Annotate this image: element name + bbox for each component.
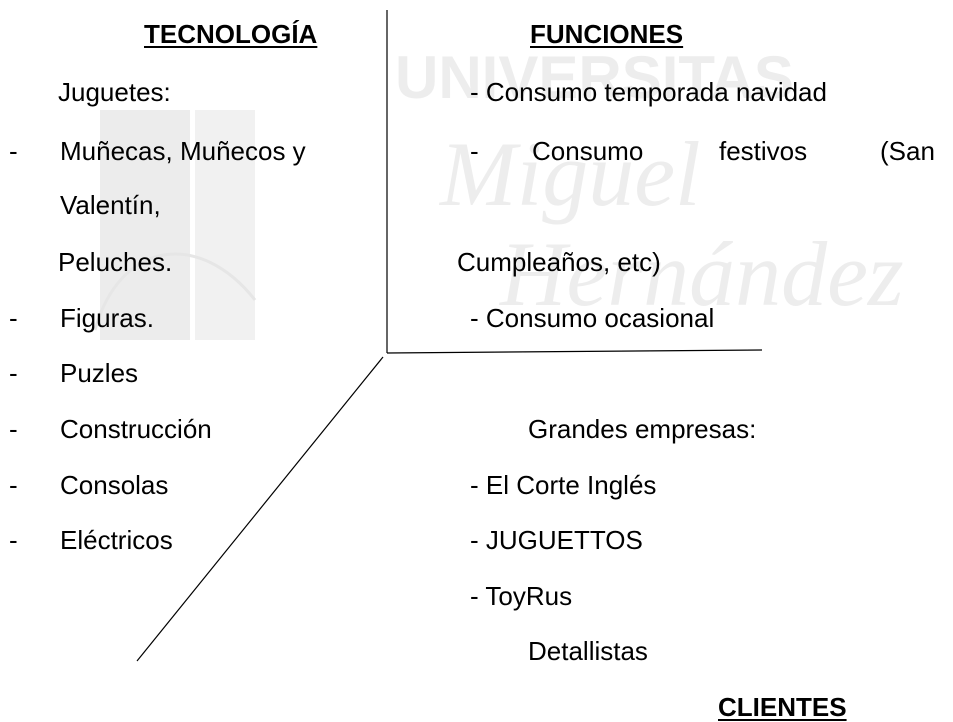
clients-item-3: - ToyRus xyxy=(470,581,573,611)
technology-bullet: - xyxy=(9,414,18,444)
clients-outro: Detallistas xyxy=(528,636,648,666)
watermark-shield-left xyxy=(100,110,190,340)
functions-item-2-word-2: festivos xyxy=(719,136,808,166)
technology-item-1: Muñecas, Muñecos y xyxy=(60,136,306,166)
clients-item-2: - JUGUETTOS xyxy=(470,525,643,555)
technology-item-2: Valentín, xyxy=(60,190,161,220)
technology-item-8: Eléctricos xyxy=(60,525,173,555)
technology-bullet: - xyxy=(9,358,18,388)
horizontal-axis xyxy=(386,349,763,354)
functions-item-2-continued: Cumpleaños, etc) xyxy=(457,247,661,277)
heading-functions: FUNCIONES xyxy=(530,19,684,49)
heading-technology: TECNOLOGÍA xyxy=(144,19,318,49)
technology-item-6: Construcción xyxy=(60,414,212,444)
diagonal-axis xyxy=(136,356,384,662)
technology-bullet: - xyxy=(9,303,18,333)
functions-item-2-word-3: (San xyxy=(880,136,935,166)
watermark-line1: UNIVERSITAS xyxy=(395,44,794,111)
clients-intro: Grandes empresas: xyxy=(528,414,757,444)
watermark-line2: Miguel xyxy=(438,123,701,225)
heading-clients: CLIENTES xyxy=(718,692,847,722)
clients-item-1: - El Corte Inglés xyxy=(470,470,657,500)
functions-item-1: - Consumo temporada navidad xyxy=(470,77,827,107)
technology-bullet: - xyxy=(9,470,18,500)
functions-item-2-word-1: Consumo xyxy=(532,136,644,166)
technology-intro: Juguetes: xyxy=(58,77,171,107)
technology-bullet: - xyxy=(9,525,18,555)
watermark-line3: Hernández xyxy=(499,223,904,325)
functions-item-3: - Consumo ocasional xyxy=(470,303,715,333)
watermark-shield-arch xyxy=(93,252,257,331)
technology-item-5: Puzles xyxy=(60,358,139,388)
technology-item-3: Peluches. xyxy=(58,247,173,277)
functions-item-2-dash: - xyxy=(470,136,479,166)
watermark-shield-bar xyxy=(195,110,255,340)
technology-item-7: Consolas xyxy=(60,470,169,500)
technology-bullet: - xyxy=(9,136,18,166)
technology-item-4: Figuras. xyxy=(60,303,154,333)
